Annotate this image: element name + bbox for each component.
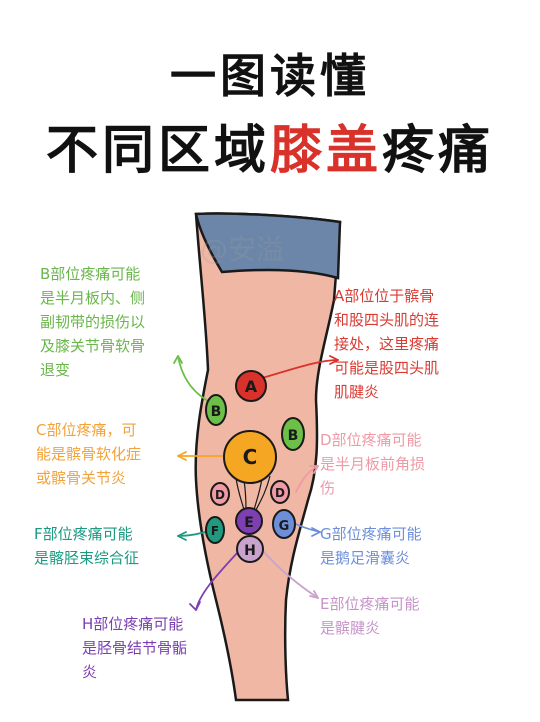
point-e-label: E [244, 515, 254, 531]
title-highlight: 膝盖 [269, 121, 382, 181]
point-g: G [272, 509, 296, 539]
label-f: F部位疼痛可能是髂胫束综合征 [34, 525, 140, 567]
label-d: D部位疼痛可能是半月板前角损伤 [320, 431, 426, 497]
point-f: F [205, 516, 225, 544]
point-c-label: C [243, 445, 258, 469]
point-d-left-label: D [215, 488, 225, 502]
point-h: H [236, 535, 264, 563]
point-f-label: F [211, 524, 219, 538]
label-c: C部位疼痛，可能是髌骨软化症或髌骨关节炎 [36, 421, 142, 487]
label-a: A部位位于髌骨和股四头肌的连接处，这里疼痛可能是股四头肌肌腱炎 [334, 287, 440, 401]
point-d-right-label: D [275, 486, 285, 500]
point-b-right-label: B [288, 428, 299, 444]
point-b-left: B [205, 394, 227, 426]
title-suffix: 疼痛 [382, 121, 495, 181]
point-a-label: A [245, 377, 258, 396]
point-d-right: D [270, 480, 290, 504]
leader-e [263, 551, 319, 599]
shorts-shape [194, 212, 342, 280]
label-h: H部位疼痛可能是胫骨结节骨骺炎 [82, 615, 188, 681]
label-g: G部位疼痛可能是鹅足滑囊炎 [320, 525, 422, 567]
label-e: E部位疼痛可能是髌腱炎 [320, 595, 420, 637]
title-line-2: 不同区域膝盖疼痛 [0, 108, 540, 183]
point-d-left: D [210, 482, 230, 506]
point-c: C [223, 430, 277, 484]
label-b: B部位疼痛可能是半月板内、侧副韧带的损伤以及膝关节骨软骨退变 [40, 265, 146, 379]
point-g-label: G [279, 519, 290, 534]
point-h-label: H [244, 543, 256, 559]
leader-d [295, 465, 319, 493]
title-prefix: 不同区域 [45, 121, 270, 181]
point-b-left-label: B [211, 404, 222, 420]
point-a: A [235, 370, 267, 402]
title-line-1: 一图读懂 [170, 49, 370, 103]
point-e: E [235, 507, 263, 535]
leader-a [261, 359, 339, 379]
watermark: @安溢 [200, 233, 285, 266]
point-b-right: B [281, 417, 305, 451]
